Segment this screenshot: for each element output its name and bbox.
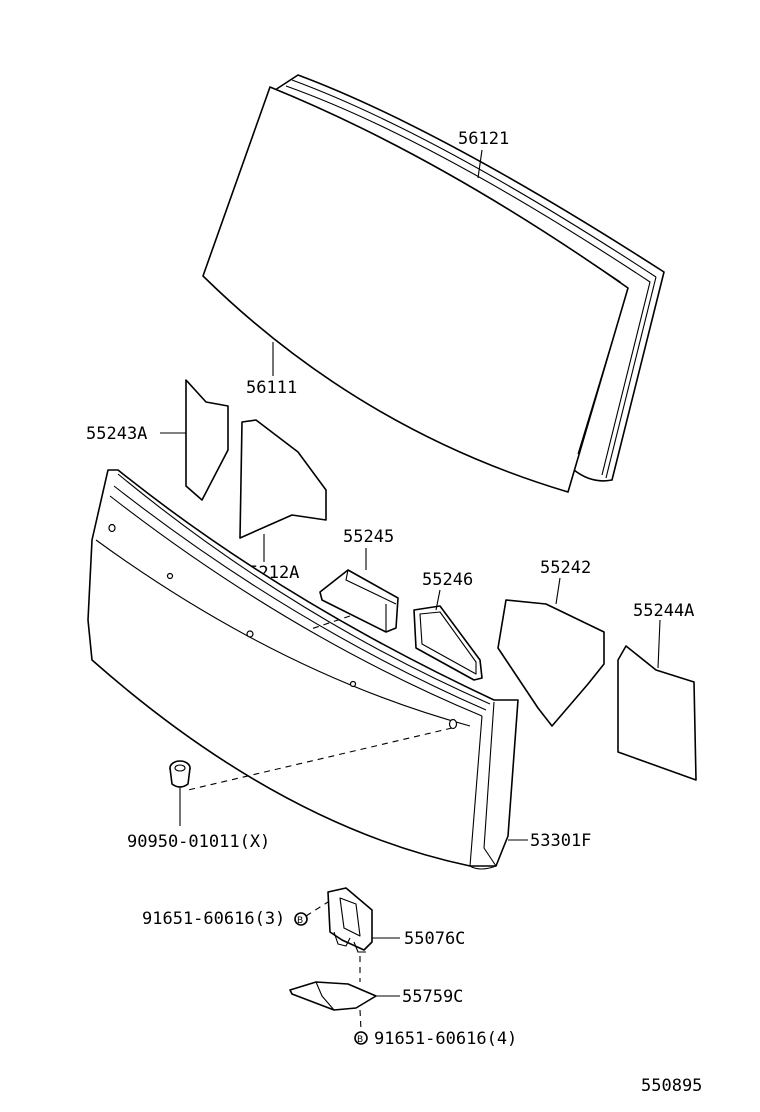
label-91651-60616-3: 91651-60616(3) [142, 909, 285, 929]
bolt-91651-60616-3[interactable]: B [294, 912, 308, 926]
diagram-id: 550895 [641, 1076, 702, 1096]
cowl-hole [448, 718, 458, 730]
insulator-55242[interactable] [497, 599, 605, 727]
ref-line-55245 [307, 615, 351, 631]
bolt-91651-60616-4[interactable]: B [354, 1031, 368, 1045]
label-91651-60616-4: 91651-60616(4) [374, 1029, 517, 1049]
cowl-hole [246, 630, 254, 638]
cowl-panel-53301F[interactable] [87, 469, 519, 870]
label-55759C: 55759C [402, 987, 463, 1007]
label-53301F: 53301F [530, 831, 591, 851]
pad-55244A[interactable] [617, 645, 697, 781]
cowl-hole [166, 572, 174, 580]
label-55244A: 55244A [633, 601, 694, 621]
leader-56121 [477, 149, 483, 179]
label-90950-01011: 90950-01011(X) [127, 832, 270, 852]
leader-55244A [657, 619, 661, 669]
plate-55759C[interactable] [289, 981, 377, 1011]
ref-line-clip [187, 727, 453, 791]
pad-55243A[interactable] [185, 379, 229, 501]
ref-line-bolt-3 [305, 901, 329, 917]
ref-line-bolt-4 [359, 1009, 362, 1031]
cowl-hole [108, 523, 116, 533]
pad-55245[interactable] [319, 569, 399, 633]
label-56111: 56111 [246, 378, 297, 398]
bolt-symbol-icon: B [297, 916, 303, 926]
insulator-55212A[interactable] [239, 419, 327, 539]
leader-55242 [555, 577, 561, 605]
bracket-55076C[interactable] [327, 887, 373, 953]
label-55242: 55242 [540, 558, 591, 578]
label-55245: 55245 [343, 527, 394, 547]
cowl-hole [349, 680, 357, 688]
label-56121: 56121 [458, 129, 509, 149]
label-55246: 55246 [422, 570, 473, 590]
leader-55246 [435, 589, 441, 611]
label-55243A: 55243A [86, 424, 147, 444]
bolt-symbol-icon: B [357, 1035, 363, 1045]
label-55076C: 55076C [404, 929, 465, 949]
pad-55246[interactable] [413, 605, 483, 681]
clip-90950-01011[interactable] [169, 760, 191, 788]
windshield-glass-56111[interactable] [202, 86, 629, 493]
